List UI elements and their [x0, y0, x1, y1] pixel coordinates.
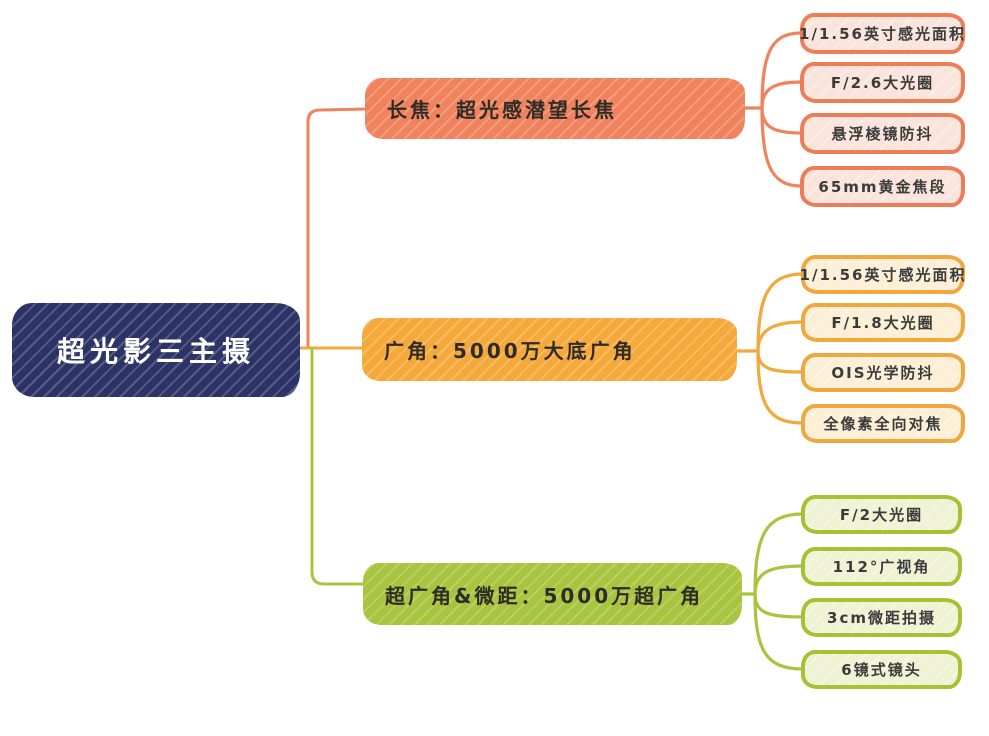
leaf-node-ultrawide-fov: 112°广视角 [801, 547, 962, 586]
connector-fan-wide [735, 272, 805, 425]
leaf-node-ultrawide-lens: 6镜式镜头 [801, 650, 962, 689]
leaf-node-telephoto-stabilization: 悬浮棱镜防抖 [800, 113, 965, 154]
connector-fan-ultrawide [740, 512, 805, 671]
leaf-node-wide-sensor: 1/1.56英寸感光面积 [800, 255, 965, 294]
leaf-node-ultrawide-macro: 3cm微距拍摄 [801, 598, 962, 637]
connector-root-telephoto [306, 107, 368, 350]
connector-root-ultrawide [310, 346, 366, 586]
leaf-node-wide-ois: OIS光学防抖 [801, 353, 965, 392]
root-node: 超光影三主摄 [12, 303, 300, 397]
leaf-node-wide-aperture: F/1.8大光圈 [801, 303, 965, 342]
connector-fan-telephoto [743, 31, 803, 188]
branch-node-telephoto: 长焦：超光感潜望长焦 [365, 78, 745, 139]
leaf-node-ultrawide-aperture: F/2大光圈 [801, 495, 962, 534]
branch-node-ultrawide: 超广角&微距：5000万超广角 [363, 563, 742, 625]
leaf-node-telephoto-focal-length: 65mm黄金焦段 [800, 166, 965, 207]
branch-node-wide: 广角：5000万大底广角 [362, 318, 737, 381]
leaf-node-telephoto-sensor: 1/1.56英寸感光面积 [799, 13, 965, 54]
leaf-node-telephoto-aperture: F/2.6大光圈 [800, 62, 965, 103]
leaf-node-wide-focus: 全像素全向对焦 [801, 404, 965, 443]
